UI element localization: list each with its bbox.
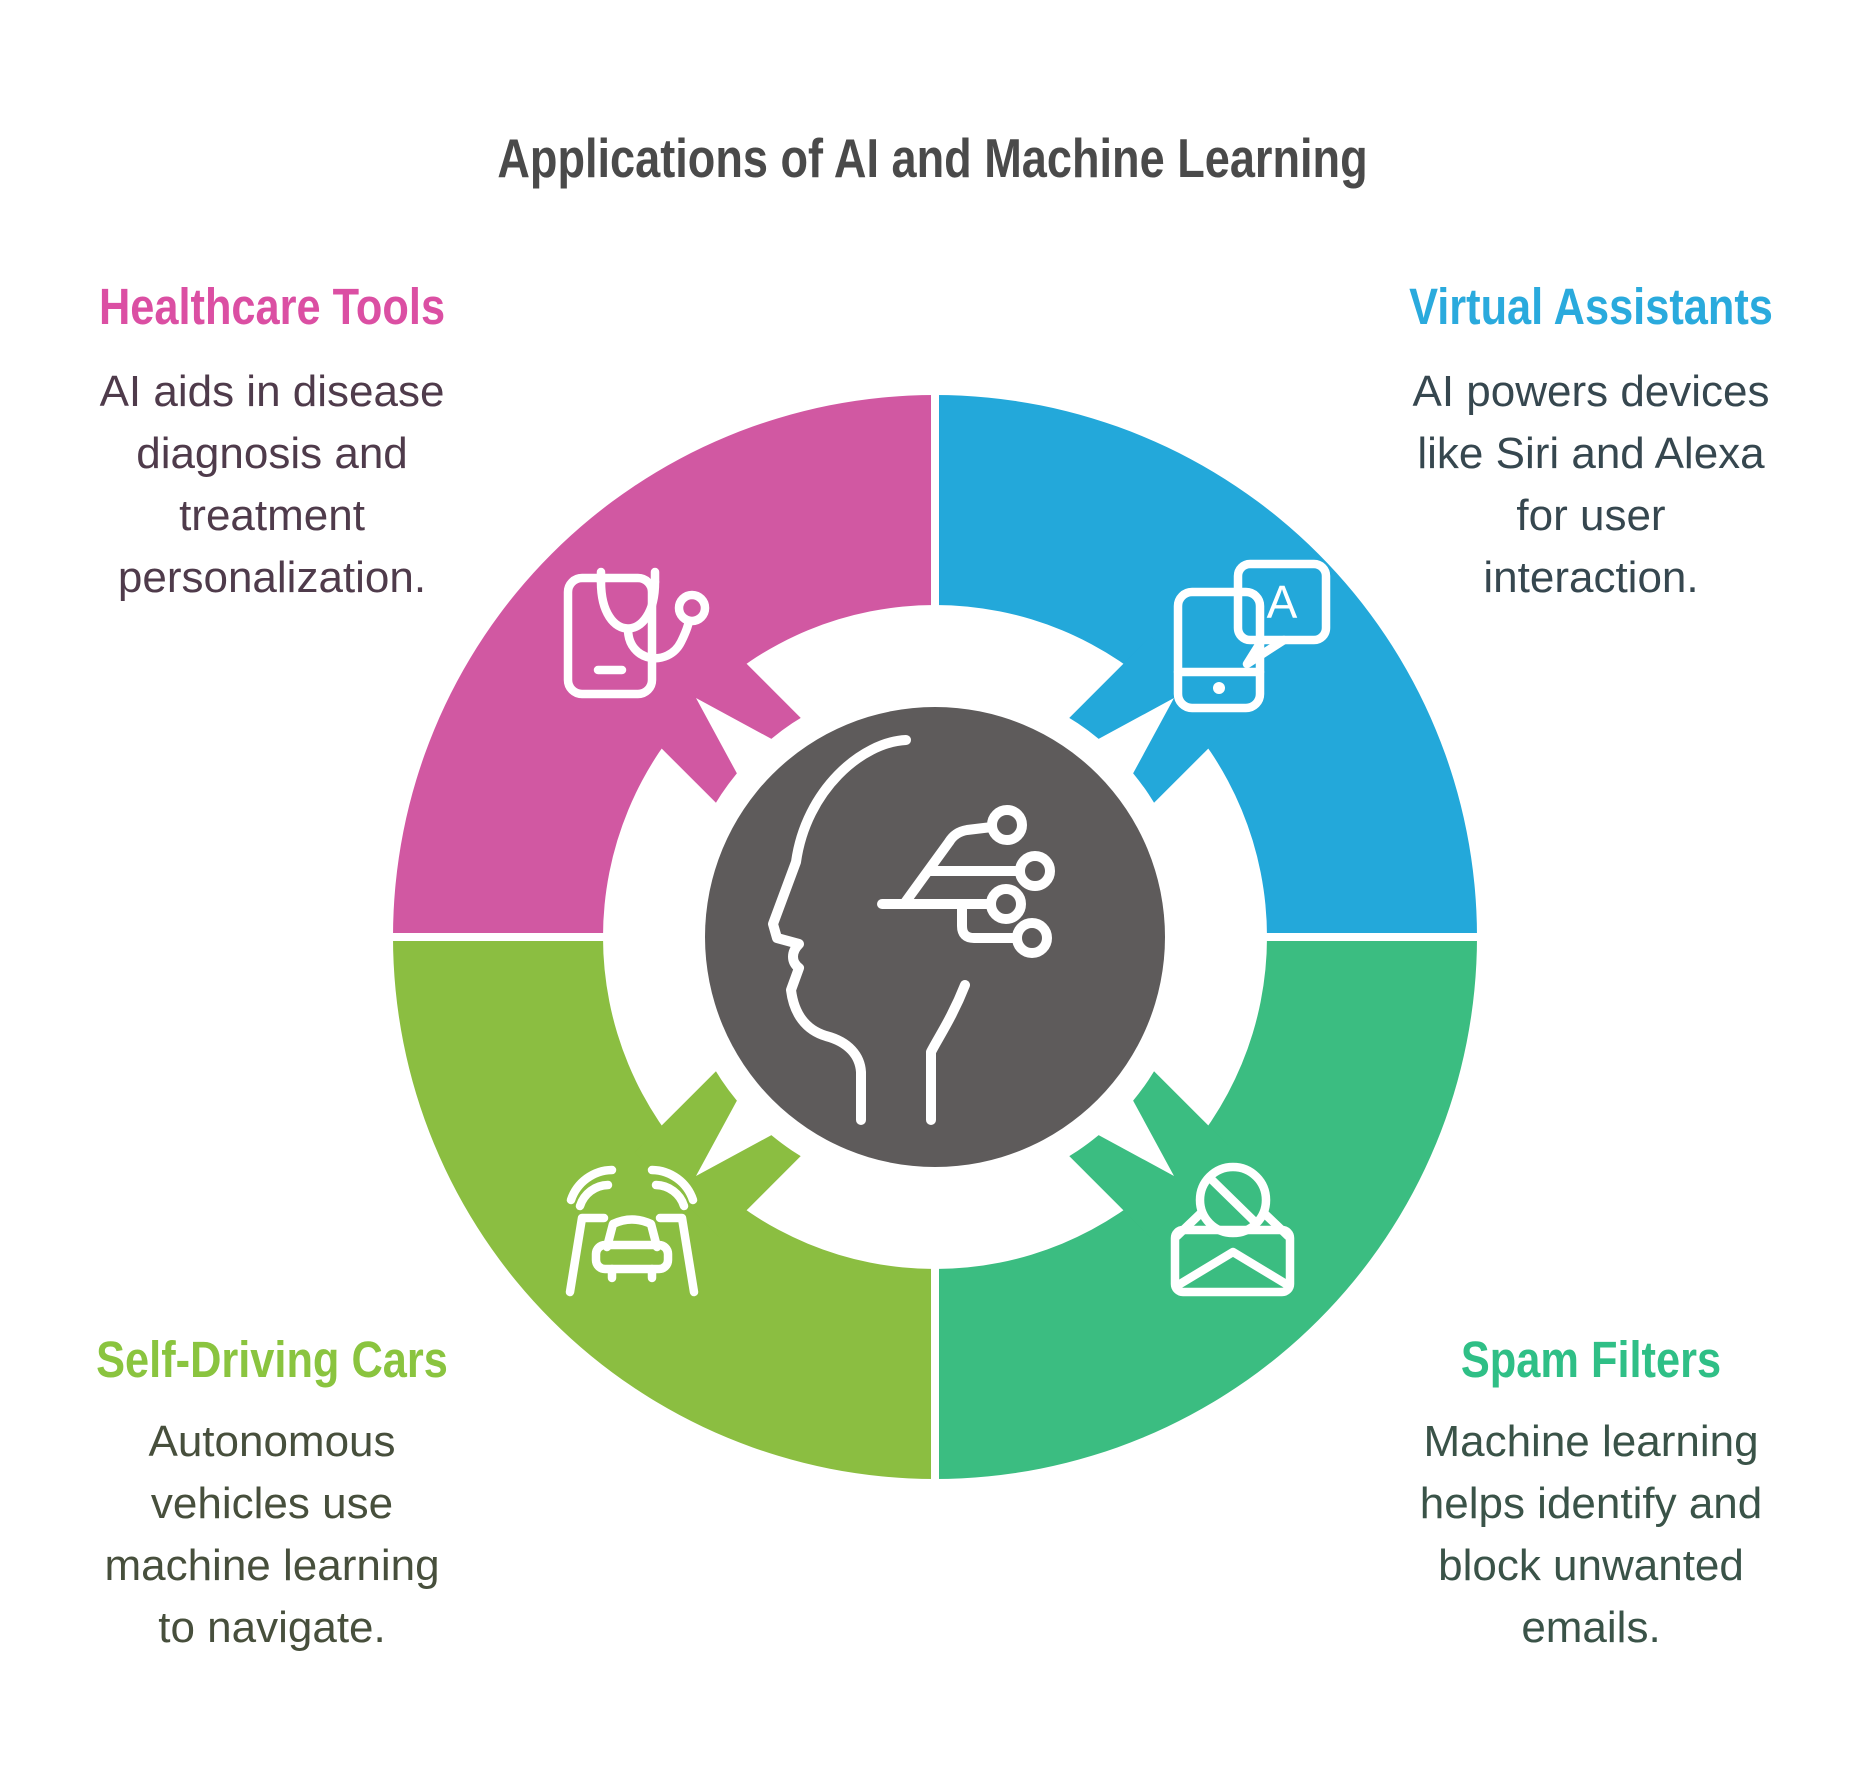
- segment-arc: [935, 937, 1477, 1479]
- tablet-stethoscope-icon: [563, 567, 710, 699]
- segment-dividers: [368, 372, 1502, 1502]
- page-title: Applications of AI and Machine Learning: [497, 127, 1368, 189]
- virtual-assistants-heading: Virtual Assistants: [1409, 278, 1773, 335]
- virtual-assistants-description: AI powers devices like Siri and Alexa fo…: [1412, 367, 1770, 602]
- circuit-node: [1015, 851, 1055, 891]
- circuit-node: [987, 805, 1027, 845]
- ai-head-icon: [768, 735, 1055, 1125]
- circuit-node: [986, 884, 1026, 924]
- center-disc: [705, 707, 1165, 1167]
- segment-arc: [935, 395, 1477, 937]
- healthcare-description: AI aids in disease diagnosis and treatme…: [99, 367, 445, 602]
- phone-home-dot: [1213, 682, 1225, 694]
- blocked-envelope-icon: [1170, 1162, 1295, 1297]
- spam-filters-heading: Spam Filters: [1460, 1331, 1722, 1388]
- spam-filters-description: Machine learning helps identify and bloc…: [1419, 1417, 1763, 1652]
- segment-arc: [393, 395, 935, 937]
- self-driving-description: Autonomous vehicles use machine learning…: [104, 1417, 440, 1652]
- circuit-node: [1012, 918, 1052, 958]
- healthcare-heading: Healthcare Tools: [98, 278, 446, 335]
- phone-chat-icon: A: [1173, 559, 1331, 713]
- self-driving-heading: Self-Driving Cars: [96, 1331, 448, 1388]
- segment-arc: [393, 937, 935, 1479]
- car-road-icon: [565, 1165, 699, 1297]
- bubble-letter: A: [1267, 576, 1298, 628]
